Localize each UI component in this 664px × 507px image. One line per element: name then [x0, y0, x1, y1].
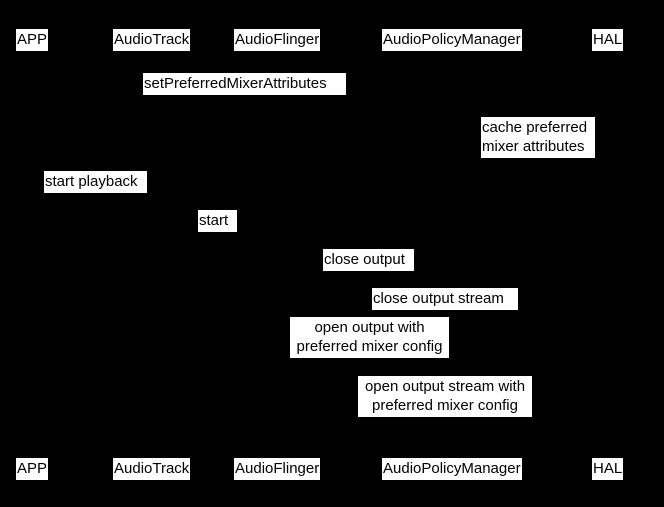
participant-footer-hal-line-1: HAL — [593, 460, 623, 477]
message-cache-preferred-mixer-attributes-line-1: cache preferred — [482, 119, 588, 136]
message-set-preferred-mixer-attributes-line-1: setPreferredMixerAttributes — [144, 75, 327, 92]
participant-header-hal-line-1: HAL — [593, 31, 623, 48]
participant-header-audiopolicymanager-line-1: AudioPolicyManager — [383, 31, 521, 48]
participant-header-audioflinger[interactable]: AudioFlinger — [234, 29, 321, 51]
message-start-playback: start playback — [44, 171, 147, 193]
participant-header-audiotrack-line-1: AudioTrack — [114, 31, 190, 48]
message-close-output-stream-line-1: close output stream — [373, 290, 504, 307]
lifeline-hal — [609, 51, 610, 458]
lifeline-audiopolicymanager — [456, 51, 457, 458]
participant-footer-audioflinger[interactable]: AudioFlinger — [234, 458, 321, 480]
participant-footer-audiotrack[interactable]: AudioTrack — [113, 458, 191, 480]
message-open-output-stream-with-preferred-mixer-config-line-2: preferred mixer config — [372, 397, 518, 414]
lifeline-audioflinger — [280, 51, 281, 458]
participant-header-app[interactable]: APP — [16, 29, 49, 51]
participant-footer-app-line-1: APP — [17, 460, 48, 477]
participant-header-audiotrack[interactable]: AudioTrack — [113, 29, 191, 51]
message-cache-preferred-mixer-attributes: cache preferred mixer attributes — [481, 117, 595, 158]
message-open-output-stream-with-preferred-mixer-config: open output stream with preferred mixer c… — [358, 376, 532, 417]
lifeline-audiotrack — [155, 51, 156, 458]
message-close-output-stream: close output stream — [372, 288, 518, 310]
arrow-cache-preferred-mixer-attributes — [456, 157, 457, 158]
message-open-output-stream-with-preferred-mixer-config-line-1: open output stream with — [364, 378, 526, 395]
message-cache-preferred-mixer-attributes-line-2: mixer attributes — [482, 138, 585, 155]
message-set-preferred-mixer-attributes: setPreferredMixerAttributes — [143, 73, 346, 95]
participant-footer-audioflinger-line-1: AudioFlinger — [235, 460, 320, 477]
participant-footer-app[interactable]: APP — [16, 458, 49, 480]
participant-footer-audiopolicymanager-line-1: AudioPolicyManager — [383, 460, 521, 477]
message-start-line-1: start — [199, 212, 229, 229]
arrow-close-output-stream — [456, 309, 609, 310]
lifeline-app — [34, 51, 35, 458]
participant-header-audiopolicymanager[interactable]: AudioPolicyManager — [382, 29, 522, 51]
message-start-playback-line-1: start playback — [45, 173, 138, 190]
participant-footer-audiopolicymanager[interactable]: AudioPolicyManager — [382, 458, 522, 480]
message-close-output: close output — [323, 249, 414, 271]
participant-footer-hal[interactable]: HAL — [592, 458, 624, 480]
message-close-output-line-1: close output — [324, 251, 405, 268]
message-open-output-with-preferred-mixer-config-line-1: open output with — [314, 319, 425, 336]
arrow-open-output-stream-with-preferred-mixer-config — [456, 416, 609, 417]
message-open-output-with-preferred-mixer-config: open output with preferred mixer config — [290, 317, 449, 358]
message-start: start — [198, 210, 237, 232]
message-open-output-with-preferred-mixer-config-line-2: preferred mixer config — [296, 338, 443, 355]
participant-footer-audiotrack-line-1: AudioTrack — [114, 460, 190, 477]
participant-header-hal[interactable]: HAL — [592, 29, 624, 51]
participant-header-audioflinger-line-1: AudioFlinger — [235, 31, 320, 48]
participant-header-app-line-1: APP — [17, 31, 48, 48]
